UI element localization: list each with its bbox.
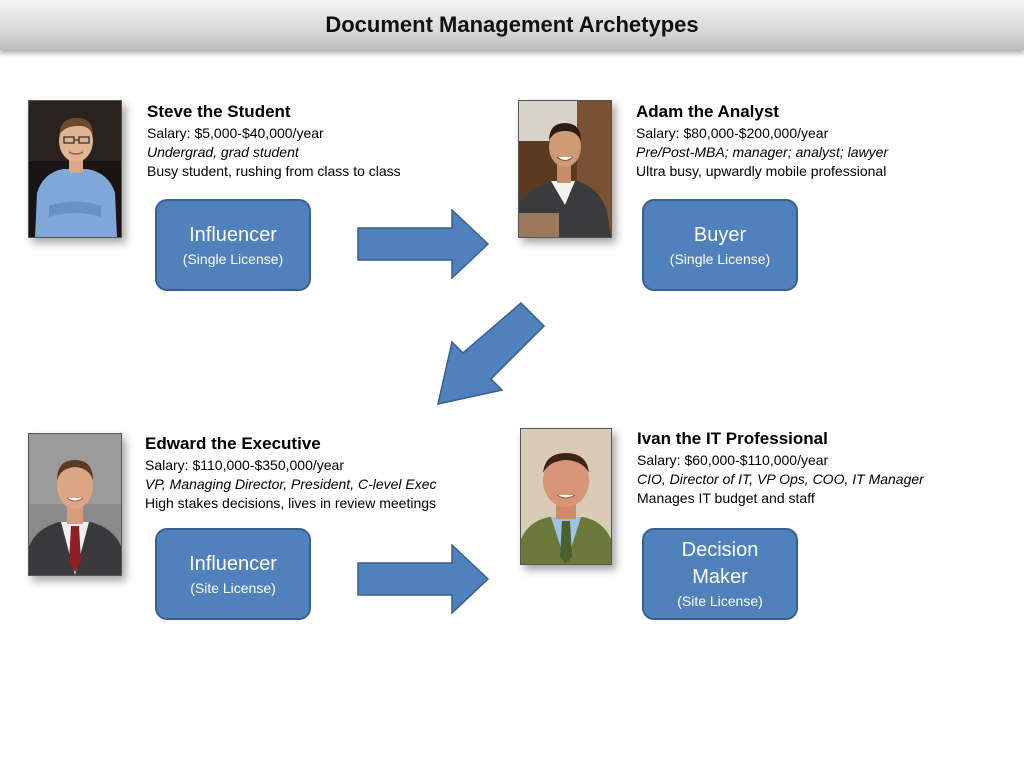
edward-box-subtitle: (Site License) bbox=[190, 578, 276, 598]
edward-salary: Salary: $110,000-$350,000/year bbox=[145, 456, 437, 475]
ivan-description: Manages IT budget and staff bbox=[637, 489, 924, 508]
steve-description: Busy student, rushing from class to clas… bbox=[147, 162, 401, 181]
ivan-info: Ivan the IT Professional Salary: $60,000… bbox=[637, 427, 924, 508]
edward-info: Edward the Executive Salary: $110,000-$3… bbox=[145, 432, 437, 513]
adam-description: Ultra busy, upwardly mobile professional bbox=[636, 162, 888, 181]
edward-influencer-box: Influencer (Site License) bbox=[155, 528, 311, 620]
ivan-box-subtitle: (Site License) bbox=[677, 591, 763, 611]
ivan-name: Ivan the IT Professional bbox=[637, 427, 924, 451]
edward-description: High stakes decisions, lives in review m… bbox=[145, 494, 437, 513]
adam-portrait-image bbox=[519, 101, 611, 237]
adam-photo bbox=[518, 100, 612, 238]
steve-box-subtitle: (Single License) bbox=[183, 249, 283, 269]
adam-role: Pre/Post-MBA; manager; analyst; lawyer bbox=[636, 143, 888, 162]
edward-photo bbox=[28, 433, 122, 576]
edward-name: Edward the Executive bbox=[145, 432, 437, 456]
ivan-decision-maker-box: Decision Maker (Site License) bbox=[642, 528, 798, 620]
steve-role: Undergrad, grad student bbox=[147, 143, 401, 162]
edward-role: VP, Managing Director, President, C-leve… bbox=[145, 475, 437, 494]
right-arrow-icon bbox=[357, 209, 489, 279]
ivan-salary: Salary: $60,000-$110,000/year bbox=[637, 451, 924, 470]
steve-influencer-box: Influencer (Single License) bbox=[155, 199, 311, 291]
adam-box-subtitle: (Single License) bbox=[670, 249, 770, 269]
ivan-portrait-image bbox=[521, 429, 611, 564]
steve-info: Steve the Student Salary: $5,000-$40,000… bbox=[147, 100, 401, 181]
ivan-photo bbox=[520, 428, 612, 565]
title-bar: Document Management Archetypes bbox=[0, 0, 1024, 50]
edward-portrait-image bbox=[29, 434, 121, 575]
steve-portrait-image bbox=[29, 101, 121, 237]
steve-salary: Salary: $5,000-$40,000/year bbox=[147, 124, 401, 143]
adam-info: Adam the Analyst Salary: $80,000-$200,00… bbox=[636, 100, 888, 181]
page-title: Document Management Archetypes bbox=[325, 12, 698, 38]
adam-name: Adam the Analyst bbox=[636, 100, 888, 124]
ivan-role: CIO, Director of IT, VP Ops, COO, IT Man… bbox=[637, 470, 924, 489]
edward-box-title: Influencer bbox=[189, 551, 277, 578]
steve-name: Steve the Student bbox=[147, 100, 401, 124]
steve-box-title: Influencer bbox=[189, 222, 277, 249]
adam-salary: Salary: $80,000-$200,000/year bbox=[636, 124, 888, 143]
ivan-box-title: Decision Maker bbox=[682, 537, 759, 591]
diagonal-down-left-arrow-icon bbox=[436, 300, 548, 408]
adam-box-title: Buyer bbox=[694, 222, 746, 249]
adam-buyer-box: Buyer (Single License) bbox=[642, 199, 798, 291]
steve-photo bbox=[28, 100, 122, 238]
right-arrow-icon bbox=[357, 544, 489, 614]
